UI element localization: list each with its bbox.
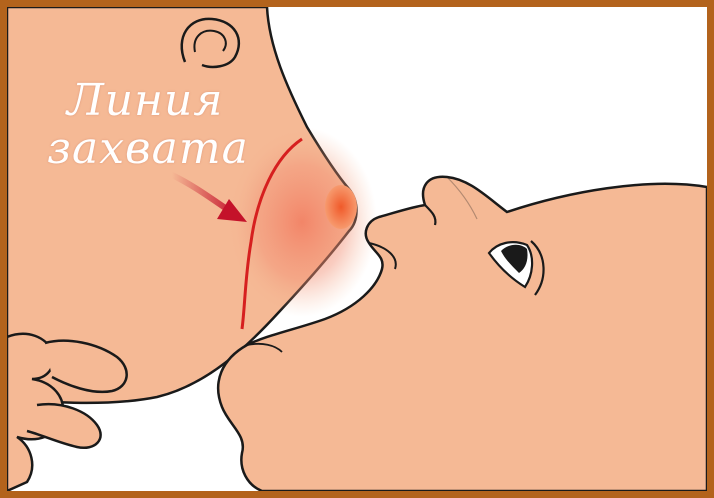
nipple bbox=[325, 185, 357, 229]
mother-ear-fold bbox=[182, 19, 239, 67]
mother-finger-2 bbox=[27, 404, 101, 448]
annotation-line-2: захвата bbox=[47, 125, 249, 173]
areola bbox=[227, 127, 377, 317]
annotation-line-1: Линия bbox=[67, 77, 224, 125]
